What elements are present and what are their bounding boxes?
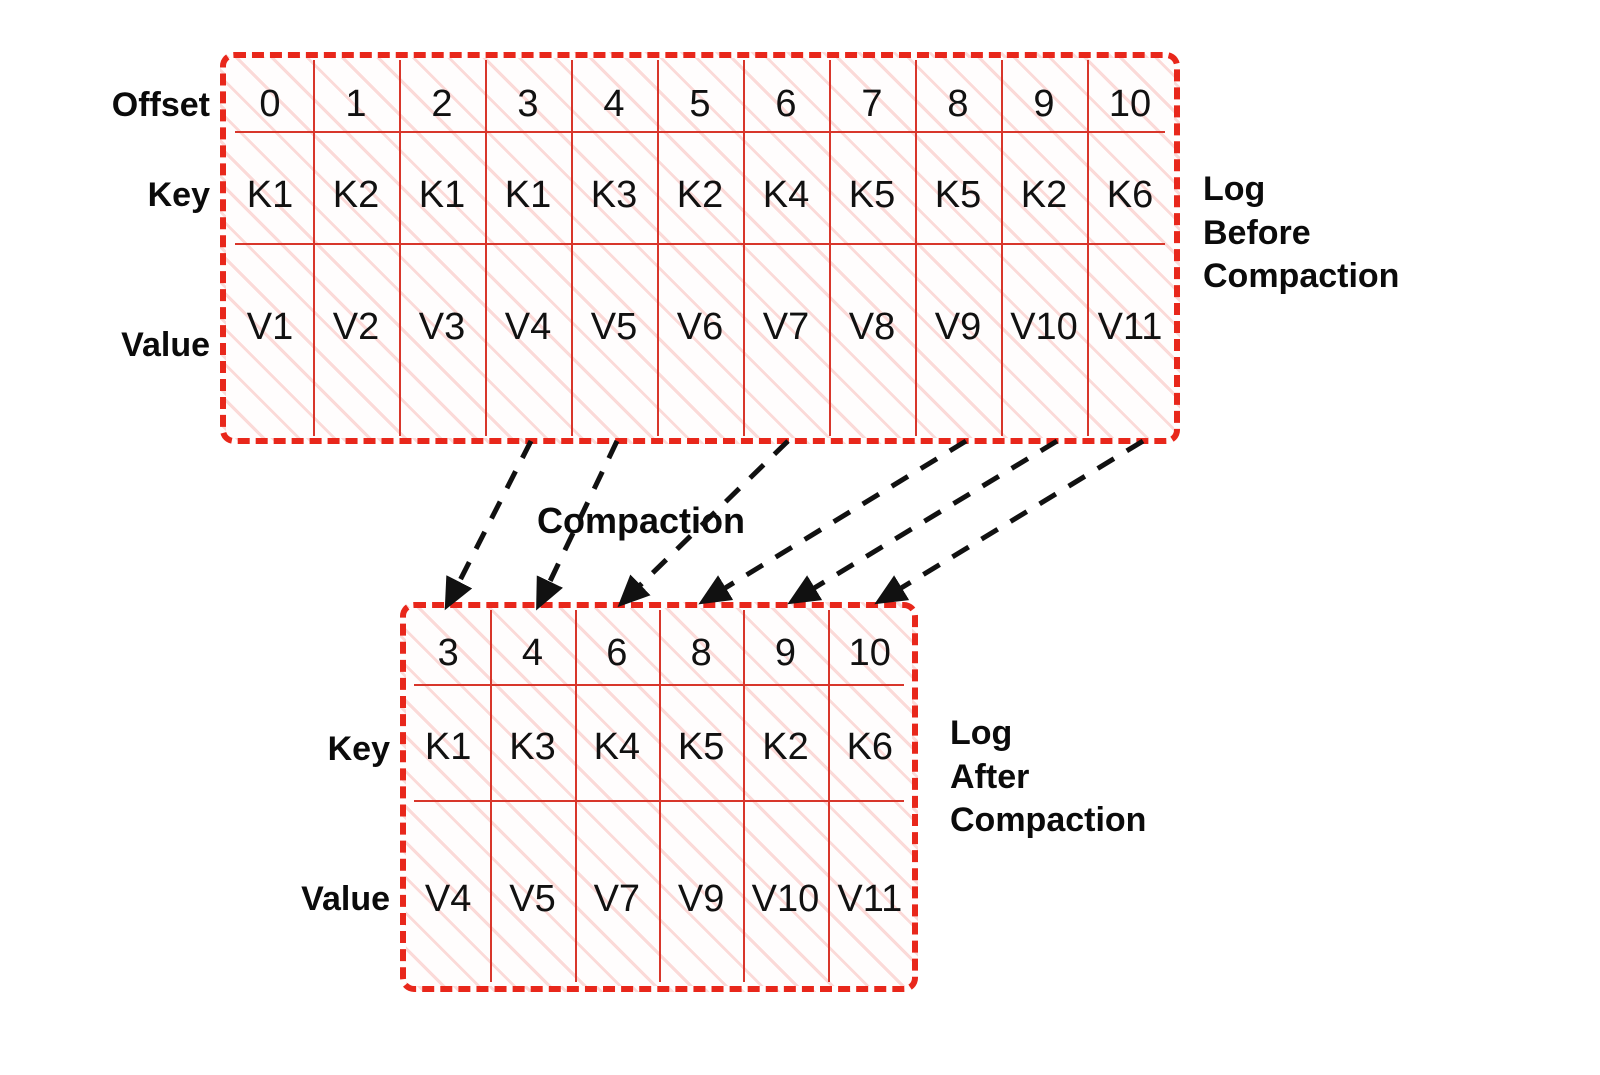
value-cell: V11 — [1097, 306, 1163, 348]
offset-cell: 9 — [774, 632, 797, 674]
value-cell: V3 — [418, 306, 466, 348]
column-divider — [659, 610, 661, 982]
key-cell: K6 — [846, 726, 894, 768]
value-cell: V4 — [504, 306, 552, 348]
row-divider — [235, 243, 1165, 245]
value-cell: V9 — [677, 878, 725, 920]
offset-cell: 10 — [1108, 83, 1152, 125]
arrow-offset-10 — [874, 438, 1145, 605]
key-cell: K2 — [676, 174, 724, 216]
column-divider — [571, 60, 573, 436]
value-cell: V7 — [593, 878, 641, 920]
column-divider — [827, 610, 830, 982]
value-cell: V4 — [424, 878, 472, 920]
column-divider — [743, 610, 746, 982]
log-before-caption: Log Before Compaction — [1203, 168, 1399, 299]
row-label-key-after: Key — [327, 730, 390, 768]
column-divider — [829, 60, 831, 436]
column-divider — [485, 60, 487, 436]
key-cell: K5 — [848, 174, 896, 216]
value-cell: V5 — [509, 878, 556, 920]
row-divider — [414, 800, 904, 802]
key-cell: K5 — [677, 726, 725, 768]
offset-cell: 6 — [775, 83, 797, 125]
value-cell: V10 — [1010, 306, 1078, 348]
key-cell: K1 — [504, 174, 552, 216]
arrow-offset-3 — [444, 439, 534, 611]
offset-cell: 5 — [689, 83, 711, 125]
offset-cell: 8 — [690, 632, 712, 674]
column-divider — [490, 610, 493, 982]
offset-cell: 4 — [521, 632, 544, 674]
offset-cell: 1 — [345, 83, 367, 125]
row-divider — [414, 684, 904, 686]
offset-cell: 3 — [437, 632, 459, 674]
row-label-key: Key — [147, 176, 210, 214]
caption-line-2: After — [950, 757, 1030, 796]
key-cell: K4 — [593, 726, 641, 768]
column-divider — [313, 60, 315, 436]
arrow-offset-9 — [787, 438, 1059, 605]
key-cell: K2 — [332, 174, 380, 216]
column-divider — [1001, 60, 1003, 436]
value-cell: V9 — [934, 306, 982, 348]
caption-line-3: Compaction — [1203, 257, 1400, 296]
value-cell: V1 — [246, 306, 294, 348]
value-cell: V8 — [848, 306, 896, 348]
offset-cell: 2 — [431, 83, 453, 125]
column-divider — [574, 610, 577, 982]
offset-cell: 6 — [606, 632, 628, 674]
key-cell: K5 — [934, 174, 982, 216]
row-label-value: Value — [121, 326, 210, 364]
caption-line-1: Log — [950, 714, 1013, 752]
value-cell: V11 — [837, 878, 903, 920]
row-divider — [235, 131, 1165, 133]
value-cell: V5 — [590, 306, 638, 348]
column-divider — [657, 60, 659, 436]
arrow-offset-8 — [698, 438, 968, 605]
offset-cell: 7 — [861, 83, 883, 125]
offset-cell: 10 — [848, 632, 891, 674]
row-label-value-after: Value — [301, 880, 390, 918]
value-cell: V10 — [751, 878, 820, 920]
column-divider — [1087, 60, 1089, 436]
key-cell: K1 — [246, 174, 294, 216]
caption-line-3: Compaction — [950, 801, 1147, 840]
key-cell: K6 — [1106, 174, 1154, 216]
key-cell: K3 — [509, 726, 556, 768]
log-before-box — [220, 52, 1180, 444]
value-cell: V6 — [676, 306, 724, 348]
caption-line-1: Log — [1203, 170, 1266, 208]
offset-cell: 9 — [1033, 83, 1055, 125]
offset-cell: 3 — [517, 83, 539, 125]
key-cell: K1 — [424, 726, 472, 768]
offset-cell: 0 — [259, 83, 281, 125]
offset-cell: 8 — [947, 83, 969, 125]
key-cell: K1 — [418, 174, 466, 216]
offset-cell: 4 — [603, 83, 625, 125]
compaction-label: Compaction — [537, 500, 746, 541]
column-divider — [743, 60, 745, 436]
value-cell: V2 — [332, 306, 380, 348]
row-label-offset: Offset — [111, 86, 210, 124]
key-cell: K2 — [762, 726, 809, 768]
column-divider — [399, 60, 401, 436]
caption-line-2: Before — [1203, 213, 1311, 252]
value-cell: V7 — [762, 306, 810, 348]
key-cell: K3 — [590, 174, 638, 216]
key-cell: K4 — [762, 174, 810, 216]
key-cell: K2 — [1020, 174, 1068, 216]
column-divider — [915, 60, 917, 436]
log-after-caption: Log After Compaction — [950, 712, 1146, 843]
